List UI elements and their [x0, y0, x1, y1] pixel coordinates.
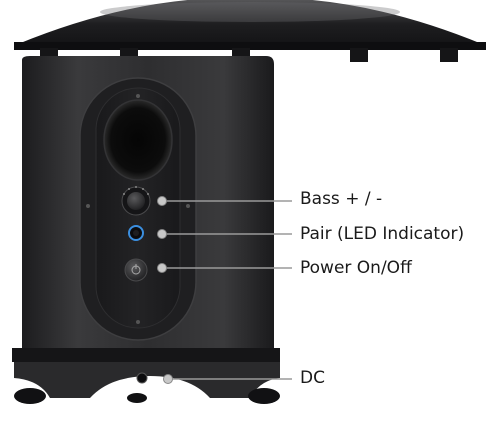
bass-knob[interactable]: [121, 186, 151, 216]
bass-port: [103, 99, 173, 181]
callout-dc-label: DC: [300, 368, 325, 388]
power-switch[interactable]: [124, 258, 148, 282]
callout-bass-label: Bass + / -: [300, 189, 383, 209]
panel-screws: [86, 94, 190, 324]
callout-lines: [157, 196, 292, 384]
dc-jack[interactable]: [136, 372, 148, 384]
pair-led-button[interactable]: [128, 225, 144, 241]
speaker-base: [14, 362, 280, 404]
callout-pair-label: Pair (LED Indicator): [300, 224, 465, 244]
speaker-top-dome: [14, 0, 486, 50]
callout-power-label: Power On/Off: [300, 258, 412, 278]
